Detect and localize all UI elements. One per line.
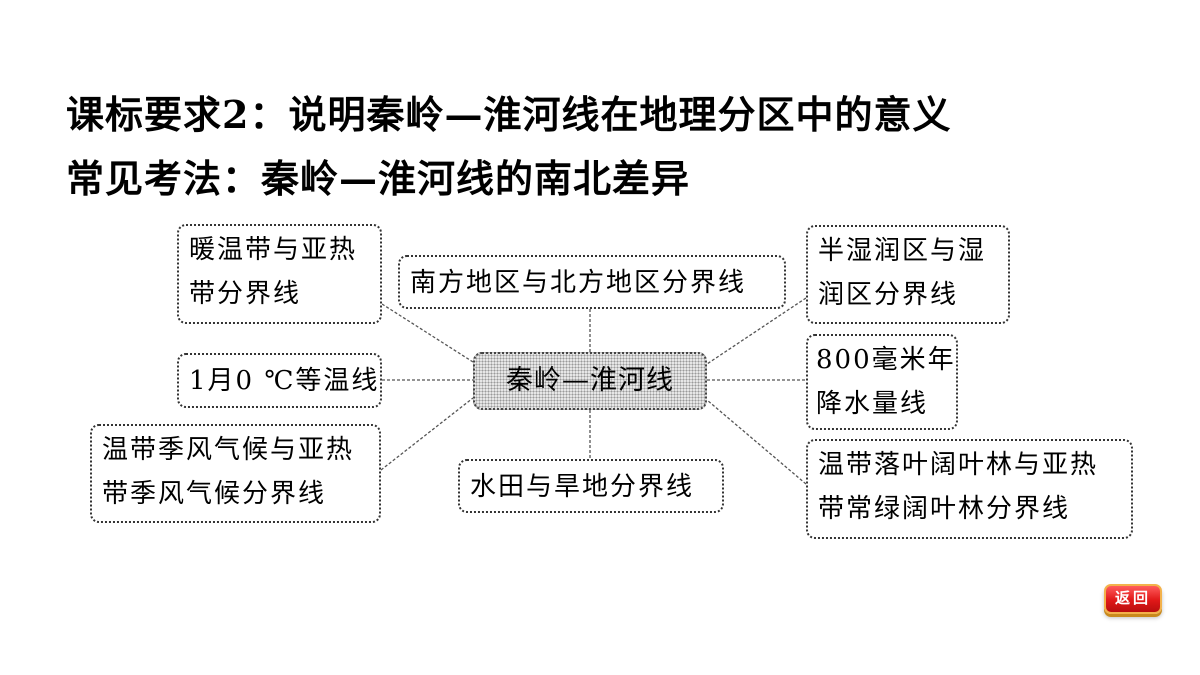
connector-upper-left [381, 303, 474, 363]
paddy-dryland-boundary-box: 水田与旱地分界线 [458, 459, 724, 513]
box-text-line: 800毫米年 [816, 345, 956, 375]
south-north-region-boundary-box: 南方地区与北方地区分界线 [398, 255, 786, 309]
box-text-line: 温带落叶阔叶林与亚热 [818, 450, 1099, 480]
box-text-line: 带常绿阔叶林分界线 [818, 494, 1071, 524]
exam-method-heading: 常见考法：秦岭—淮河线的南北差异 [66, 156, 691, 201]
box-text-line: 暖温带与亚热 [189, 235, 358, 265]
box-text-line: 带季风气候分界线 [102, 479, 327, 509]
connector-lower-right [706, 399, 807, 485]
warm-temperate-subtropical-boundary-box: 暖温带与亚热 带分界线 [177, 224, 382, 324]
precipitation-800mm-box: 800毫米年 降水量线 [806, 334, 958, 430]
semi-humid-humid-boundary-box: 半湿润区与湿 润区分界线 [806, 225, 1010, 324]
january-zero-isotherm-box: 1月0 ℃等温线 [177, 353, 382, 408]
forest-type-boundary-box: 温带落叶阔叶林与亚热 带常绿阔叶林分界线 [806, 439, 1133, 539]
box-text-line: 带分界线 [189, 279, 302, 309]
connector-lower-left [380, 397, 474, 471]
box-text-line: 半湿润区与湿 [818, 236, 987, 266]
course-requirement-heading: 课标要求2：说明秦岭—淮河线在地理分区中的意义 [66, 92, 952, 137]
monsoon-climate-boundary-box: 温带季风气候与亚热 带季风气候分界线 [90, 424, 381, 523]
box-text-line: 降水量线 [816, 389, 929, 419]
box-text-line: 温带季风气候与亚热 [102, 435, 355, 465]
qinling-huaihe-center-node: 秦岭—淮河线 [473, 352, 707, 410]
return-button[interactable]: 返回 [1104, 584, 1162, 614]
box-text-line: 润区分界线 [818, 280, 959, 310]
